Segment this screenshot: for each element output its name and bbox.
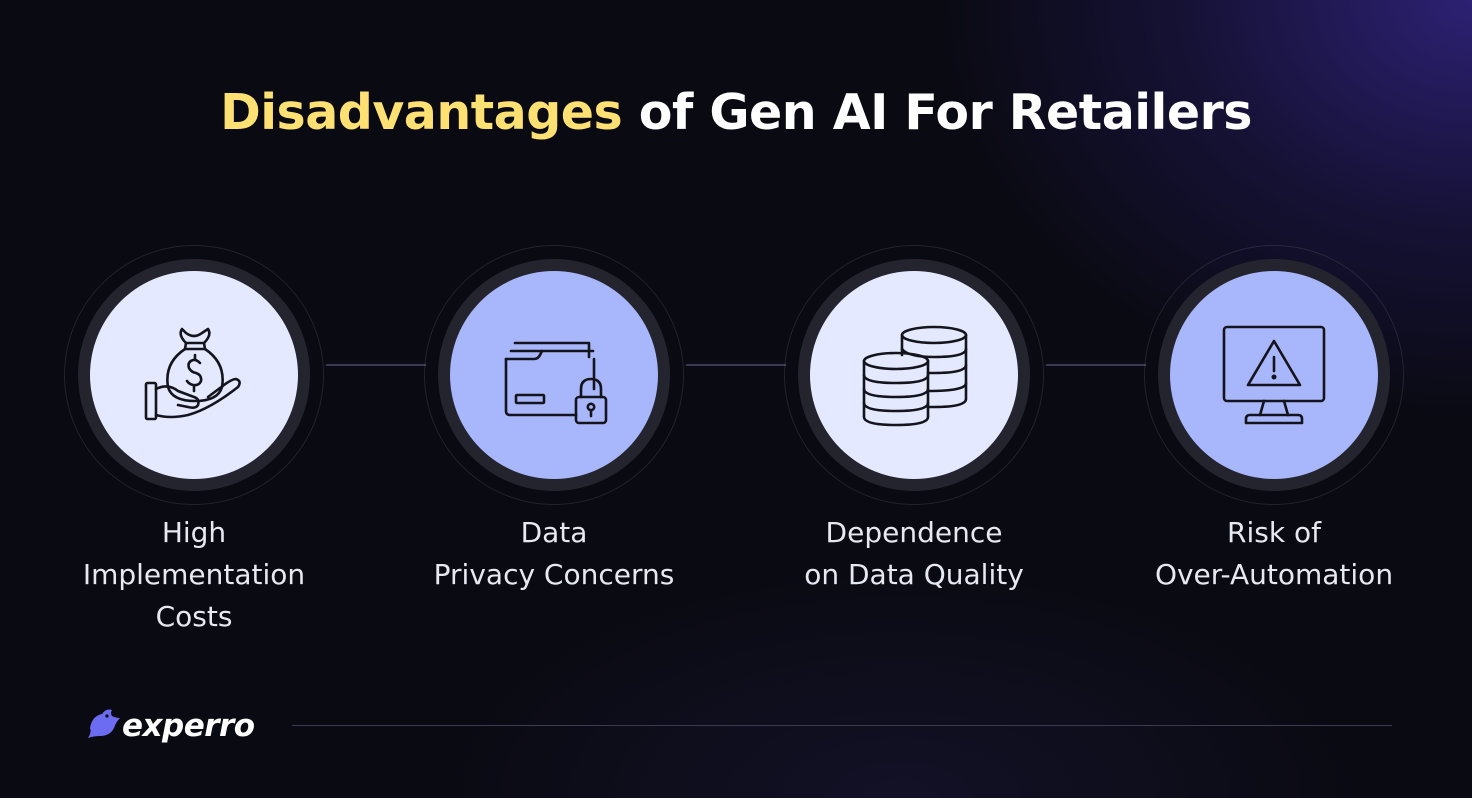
item-label: High Implementation Costs (44, 512, 344, 638)
item-data-privacy-concerns (424, 245, 684, 505)
monitor-warning-icon (1222, 325, 1326, 425)
brand-name: experro (122, 708, 255, 744)
icon-disc (810, 271, 1018, 479)
label-line: Risk of (1227, 516, 1321, 549)
outer-ring (64, 245, 324, 505)
brand-logo: experro (86, 702, 255, 744)
title-highlight: Disadvantages (220, 84, 623, 141)
icon-disc (90, 271, 298, 479)
locked-folder-icon (504, 341, 608, 425)
connector-line (1046, 364, 1146, 366)
label-line: Data (520, 516, 588, 549)
item-risk-of-over-automation (1144, 245, 1404, 505)
item-label: Dependence on Data Quality (764, 512, 1064, 596)
title-rest: of Gen AI For Retailers (622, 84, 1253, 141)
label-line: Implementation (82, 558, 306, 591)
item-dependence-on-data-quality (784, 245, 1044, 505)
money-bag-hand-icon (144, 327, 241, 421)
label-line: Over-Automation (1154, 558, 1394, 591)
label-line: on Data Quality (804, 558, 1024, 591)
connector-line (686, 364, 786, 366)
item-label: Data Privacy Concerns (404, 512, 704, 596)
connector-line (326, 364, 426, 366)
item-high-implementation-costs (64, 245, 324, 505)
page-title: Disadvantages of Gen AI For Retailers (0, 84, 1472, 141)
icon-disc (450, 271, 658, 479)
outer-ring (784, 245, 1044, 505)
icon-disc (1170, 271, 1378, 479)
item-label: Risk of Over-Automation (1124, 512, 1424, 596)
outer-ring (424, 245, 684, 505)
label-line: Dependence (825, 516, 1003, 549)
label-line: Costs (155, 600, 233, 633)
database-stacks-icon (862, 325, 968, 427)
label-line: Privacy Concerns (433, 558, 675, 591)
footer-divider (292, 725, 1392, 726)
label-line: High (161, 516, 227, 549)
bird-logo-icon (88, 709, 120, 738)
outer-ring (1144, 245, 1404, 505)
